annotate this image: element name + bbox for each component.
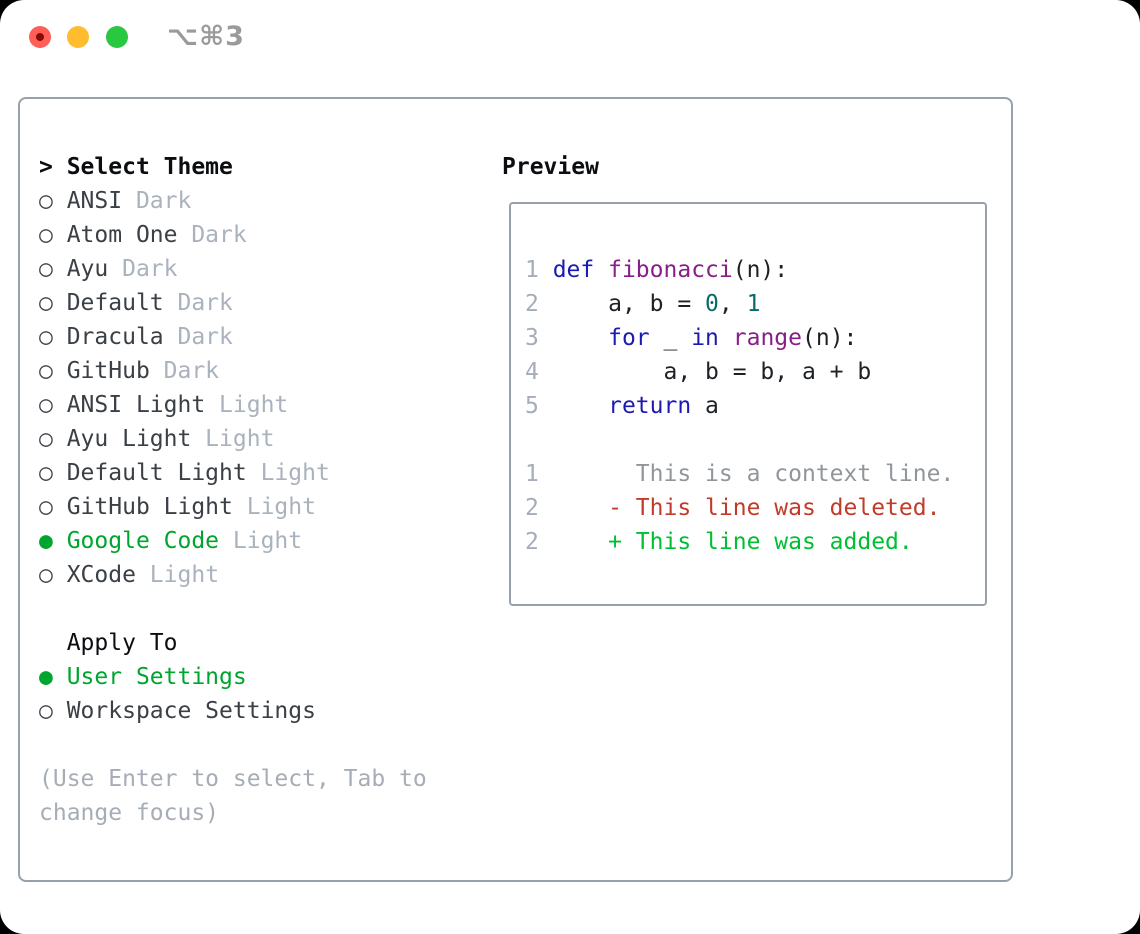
select-theme-title: Select Theme xyxy=(66,154,233,180)
theme-option-label: Google Code xyxy=(66,528,220,554)
theme-option-ayu-light-light[interactable]: ○ Ayu Light Light xyxy=(39,422,427,456)
minimize-button[interactable] xyxy=(67,26,89,48)
hint-line: change focus) xyxy=(39,800,220,826)
radio-unselected-icon: ○ xyxy=(39,562,67,588)
theme-option-github-dark[interactable]: ○ GitHub Dark xyxy=(39,354,427,388)
theme-option-xcode-light[interactable]: ○ XCode Light xyxy=(39,558,427,592)
radio-selected-icon: ● xyxy=(39,528,67,554)
radio-unselected-icon: ○ xyxy=(39,460,67,486)
radio-unselected-icon: ○ xyxy=(39,222,67,248)
theme-option-atom-one-dark[interactable]: ○ Atom One Dark xyxy=(39,218,427,252)
radio-unselected-icon: ○ xyxy=(39,426,67,452)
hint-text: change focus) xyxy=(39,796,427,830)
code-line: 1 def fibonacci(n): xyxy=(525,257,789,283)
window-shortcut-label: ⌥⌘3 xyxy=(167,21,245,52)
code-line: 2 + This line was added. xyxy=(525,529,913,555)
theme-variant-label: Dark xyxy=(177,222,247,248)
theme-variant-label: Dark xyxy=(163,324,233,350)
theme-variant-label: Dark xyxy=(149,358,220,384)
select-theme-header: > Select Theme xyxy=(39,150,427,184)
radio-unselected-icon: ○ xyxy=(39,324,67,350)
code-line xyxy=(525,423,954,457)
spacer xyxy=(39,592,427,626)
hint-line: (Use Enter to select, Tab to xyxy=(39,766,427,792)
theme-option-label: XCode xyxy=(66,562,136,588)
theme-list: > Select Theme○ ANSI Dark○ Atom One Dark… xyxy=(39,150,427,830)
theme-variant-label: Dark xyxy=(108,256,178,282)
theme-option-label: Atom One xyxy=(66,222,178,248)
theme-variant-label: Dark xyxy=(163,290,233,316)
code-line: 1 This is a context line. xyxy=(525,461,955,487)
theme-option-label: GitHub xyxy=(66,358,150,384)
theme-option-label: Default xyxy=(66,290,164,316)
apply-option-workspace-settings[interactable]: ○ Workspace Settings xyxy=(39,694,427,728)
theme-option-label: GitHub Light xyxy=(66,494,233,520)
theme-option-ansi-light-light[interactable]: ○ ANSI Light Light xyxy=(39,388,427,422)
radio-selected-icon: ● xyxy=(39,664,67,690)
theme-option-google-code-light[interactable]: ● Google Code Light xyxy=(39,524,427,558)
theme-option-label: ANSI Light xyxy=(66,392,206,418)
theme-option-label: ANSI xyxy=(66,188,123,214)
theme-option-label: Default Light xyxy=(66,460,247,486)
apply-option-label: Workspace Settings xyxy=(66,698,316,724)
theme-variant-label: Light xyxy=(232,494,316,520)
theme-variant-label: Light xyxy=(219,528,303,554)
hint-text: (Use Enter to select, Tab to xyxy=(39,762,427,796)
apply-option-label: User Settings xyxy=(66,664,247,690)
window-titlebar: ⌥⌘3 xyxy=(0,0,1140,78)
radio-unselected-icon: ○ xyxy=(39,392,67,418)
selection-caret-icon: > xyxy=(39,154,67,180)
spacer xyxy=(39,728,427,762)
radio-unselected-icon: ○ xyxy=(39,358,67,384)
close-indicator-dot xyxy=(36,33,44,41)
theme-option-label: Ayu Light xyxy=(66,426,192,452)
theme-variant-label: Light xyxy=(191,426,275,452)
theme-option-default-light-light[interactable]: ○ Default Light Light xyxy=(39,456,427,490)
theme-option-label: Dracula xyxy=(66,324,164,350)
code-line: 2 - This line was deleted. xyxy=(525,495,941,521)
preview-box: 1 def fibonacci(n): 2 a, b = 0, 1 3 for _ … xyxy=(509,202,987,606)
radio-unselected-icon: ○ xyxy=(39,256,67,282)
radio-unselected-icon: ○ xyxy=(39,698,67,724)
apply-option-user-settings[interactable]: ● User Settings xyxy=(39,660,427,694)
theme-picker-panel: > Select Theme○ ANSI Dark○ Atom One Dark… xyxy=(18,97,1013,882)
apply-to-header: Apply To xyxy=(39,626,427,660)
preview-code: 1 def fibonacci(n): 2 a, b = 0, 1 3 for _ … xyxy=(525,253,954,559)
theme-variant-label: Light xyxy=(135,562,220,588)
radio-unselected-icon: ○ xyxy=(39,494,67,520)
code-line: 5 return a xyxy=(525,393,719,419)
code-line: 2 a, b = 0, 1 xyxy=(525,291,761,317)
theme-option-ayu-dark[interactable]: ○ Ayu Dark xyxy=(39,252,427,286)
theme-option-default-dark[interactable]: ○ Default Dark xyxy=(39,286,427,320)
apply-to-title: Apply To xyxy=(39,630,178,656)
preview-title: Preview xyxy=(502,154,599,180)
theme-option-dracula-dark[interactable]: ○ Dracula Dark xyxy=(39,320,427,354)
theme-variant-label: Light xyxy=(246,460,330,486)
close-button[interactable] xyxy=(29,26,51,48)
theme-option-github-light-light[interactable]: ○ GitHub Light Light xyxy=(39,490,427,524)
radio-unselected-icon: ○ xyxy=(39,188,67,214)
theme-option-ansi-dark[interactable]: ○ ANSI Dark xyxy=(39,184,427,218)
code-line: 3 for _ in range(n): xyxy=(525,325,858,351)
radio-unselected-icon: ○ xyxy=(39,290,67,316)
zoom-button[interactable] xyxy=(106,26,128,48)
theme-variant-label: Light xyxy=(205,392,289,418)
code-line: 4 a, b = b, a + b xyxy=(525,359,872,385)
theme-option-label: Ayu xyxy=(66,256,109,282)
theme-variant-label: Dark xyxy=(122,188,192,214)
